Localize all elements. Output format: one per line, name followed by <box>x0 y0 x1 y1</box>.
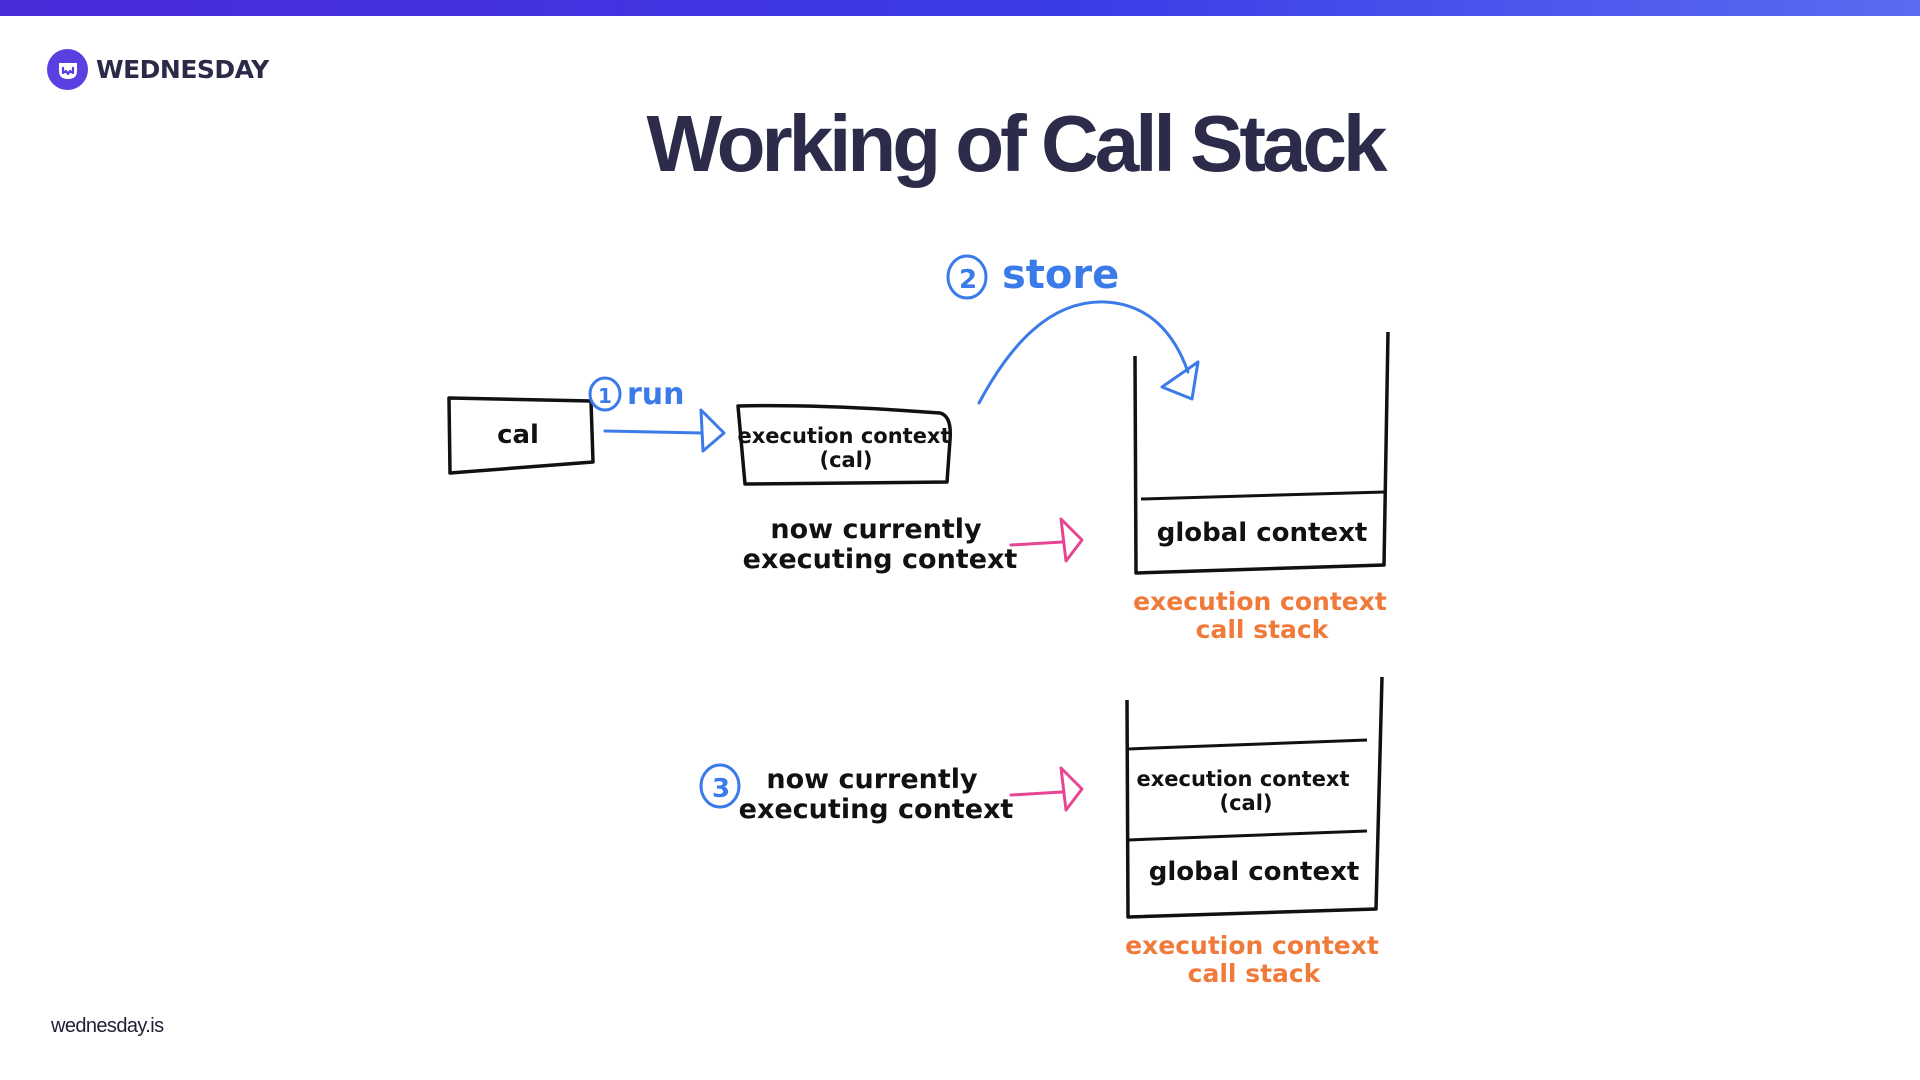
step-3-number: 3 <box>712 774 730 804</box>
stack-1-caption-line2: call stack <box>1196 615 1330 644</box>
step-2-number: 2 <box>959 265 977 295</box>
call-stack-1: global context execution context call st… <box>1133 331 1390 644</box>
step-1-label: run <box>627 377 685 412</box>
function-box-cal: cal <box>447 396 595 475</box>
pointer-1-line1: now currently <box>770 514 982 545</box>
function-box-label: cal <box>497 420 539 450</box>
stack-1-caption-line1: execution context <box>1133 587 1387 616</box>
pointer-2-line1: now currently <box>766 764 978 795</box>
step-1-number: 1 <box>598 384 612 408</box>
pointer-label-2: now currently executing context <box>739 764 1014 825</box>
stack-2-frame-exec-line2: (cal) <box>1219 791 1272 815</box>
slide-title: Working of Call Stack <box>646 99 1388 188</box>
call-stack-2: execution context (cal) global context e… <box>1125 676 1384 988</box>
brand-name: WEDNESDAY <box>96 55 269 84</box>
exec-context-line2: (cal) <box>819 448 872 472</box>
wednesday-logo-icon <box>47 49 88 90</box>
step-1-run: 1 run <box>588 376 685 412</box>
pointer-arrow-1 <box>1009 517 1084 563</box>
run-arrow <box>603 408 726 453</box>
step-2-label: store <box>1002 252 1119 298</box>
top-gradient-bar <box>0 0 1920 16</box>
exec-context-box: execution context (cal) <box>736 403 953 486</box>
pointer-label-1: now currently executing context <box>743 514 1018 575</box>
footer-url: wednesday.is <box>51 1015 164 1037</box>
stack-2-caption-line2: call stack <box>1188 959 1322 988</box>
stack-2-frame-global: global context <box>1149 857 1360 887</box>
step-2-store: 2 store <box>946 252 1119 300</box>
pointer-2-line2: executing context <box>739 794 1014 825</box>
store-arrow <box>977 300 1200 405</box>
stack-1-frame-global: global context <box>1157 518 1368 548</box>
stack-2-caption-line1: execution context <box>1125 931 1379 960</box>
brand-logo: WEDNESDAY <box>47 49 269 90</box>
step-3: 3 <box>699 763 741 809</box>
pointer-arrow-2 <box>1009 766 1084 812</box>
exec-context-line1: execution context <box>737 424 950 448</box>
stack-2-frame-exec-line1: execution context <box>1136 767 1349 791</box>
pointer-1-line2: executing context <box>743 544 1018 575</box>
